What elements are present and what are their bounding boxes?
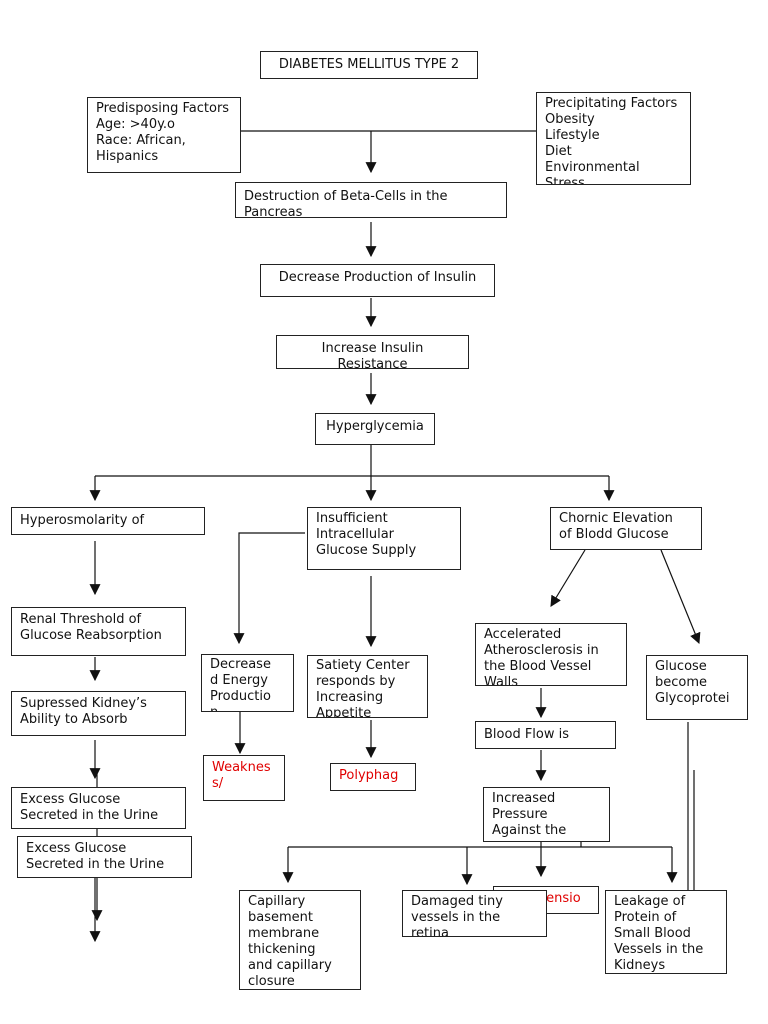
leakage-protein-box: Leakage of Protein of Small Blood Vessel… bbox=[605, 890, 727, 974]
renal-threshold-text: Renal Threshold of Glucose Reabsorption bbox=[20, 612, 162, 643]
decrease-insulin-text: Decrease Production of Insulin bbox=[278, 270, 477, 285]
arrow-to-atherosclerosis bbox=[550, 549, 586, 607]
glycoprotein-box: Glucose become Glycoprotei bbox=[646, 655, 748, 720]
insulin-resistance-text: Increase Insulin Resistance bbox=[321, 341, 424, 369]
predisposing-factors-box: Predisposing Factors Age: >40y.o Race: A… bbox=[87, 97, 241, 173]
weakness-box: Weaknes s/ bbox=[203, 755, 285, 801]
excess-glucose-text-2: Excess Glucose Secreted in the Urine bbox=[26, 841, 165, 872]
title-box: DIABETES MELLITUS TYPE 2 bbox=[260, 51, 478, 79]
increased-pressure-box: Increased Pressure Against the bbox=[483, 787, 610, 842]
excess-glucose-box-1: Excess Glucose Secreted in the Urine bbox=[11, 787, 186, 829]
leakage-protein-text: Leakage of Protein of Small Blood Vessel… bbox=[614, 894, 704, 973]
decreased-energy-box: Decrease d Energy Productio n bbox=[201, 654, 294, 712]
satiety-center-text: Satiety Center responds by Increasing Ap… bbox=[316, 658, 410, 718]
predisposing-factors-text: Predisposing Factors Age: >40y.o Race: A… bbox=[96, 101, 230, 164]
hyperosmolarity-box: Hyperosmolarity of bbox=[11, 507, 205, 535]
damaged-vessels-box: Damaged tiny vessels in the retina bbox=[402, 890, 547, 937]
chronic-elevation-box: Chornic Elevation of Blodd Glucose bbox=[550, 507, 702, 550]
arrow-to-glycoprotein bbox=[660, 549, 701, 645]
insufficient-glucose-box: Insufficient Intracellular Glucose Suppl… bbox=[307, 507, 461, 570]
increased-pressure-text: Increased Pressure Against the bbox=[492, 791, 567, 838]
polyphagia-text: Polyphag bbox=[339, 768, 399, 783]
decreased-energy-text: Decrease d Energy Productio n bbox=[210, 657, 271, 711]
suppressed-kidney-text: Supressed Kidney’s Ability to Absorb bbox=[20, 696, 147, 727]
chronic-elevation-text: Chornic Elevation of Blodd Glucose bbox=[559, 511, 673, 542]
renal-threshold-box: Renal Threshold of Glucose Reabsorption bbox=[11, 607, 186, 656]
decrease-insulin-box: Decrease Production of Insulin bbox=[260, 264, 495, 297]
weakness-text: Weaknes s/ bbox=[212, 760, 271, 791]
precipitating-factors-text: Precipitating Factors Obesity Lifestyle … bbox=[545, 96, 678, 185]
excess-glucose-box-2: Excess Glucose Secreted in the Urine bbox=[17, 836, 192, 878]
capillary-box: Capillary basement membrane thickening a… bbox=[239, 890, 361, 990]
insufficient-glucose-text: Insufficient Intracellular Glucose Suppl… bbox=[316, 511, 417, 558]
destruction-text: Destruction of Beta-Cells in the Pancrea… bbox=[244, 189, 448, 218]
arrow-to-decreased-energy bbox=[233, 532, 305, 645]
atherosclerosis-text: Accelerated Atherosclerosis in the Blood… bbox=[484, 627, 599, 686]
blood-flow-box: Blood Flow is bbox=[475, 721, 616, 749]
blood-flow-text: Blood Flow is bbox=[484, 727, 570, 742]
suppressed-kidney-box: Supressed Kidney’s Ability to Absorb bbox=[11, 691, 186, 736]
insulin-resistance-box: Increase Insulin Resistance bbox=[276, 335, 469, 369]
hyperosmolarity-text: Hyperosmolarity of bbox=[20, 513, 145, 528]
hyperglycemia-box: Hyperglycemia bbox=[315, 413, 435, 445]
satiety-center-box: Satiety Center responds by Increasing Ap… bbox=[307, 655, 428, 718]
precipitating-factors-box: Precipitating Factors Obesity Lifestyle … bbox=[536, 92, 691, 185]
glycoprotein-text: Glucose become Glycoprotei bbox=[655, 659, 730, 706]
excess-glucose-text-1: Excess Glucose Secreted in the Urine bbox=[20, 792, 159, 823]
atherosclerosis-box: Accelerated Atherosclerosis in the Blood… bbox=[475, 623, 627, 686]
polyphagia-box: Polyphag bbox=[330, 763, 416, 791]
capillary-text: Capillary basement membrane thickening a… bbox=[248, 894, 332, 989]
destruction-box: Destruction of Beta-Cells in the Pancrea… bbox=[235, 182, 507, 218]
hyperglycemia-text: Hyperglycemia bbox=[326, 419, 424, 434]
damaged-vessels-text: Damaged tiny vessels in the retina bbox=[411, 894, 503, 937]
diagram-title: DIABETES MELLITUS TYPE 2 bbox=[278, 57, 460, 72]
